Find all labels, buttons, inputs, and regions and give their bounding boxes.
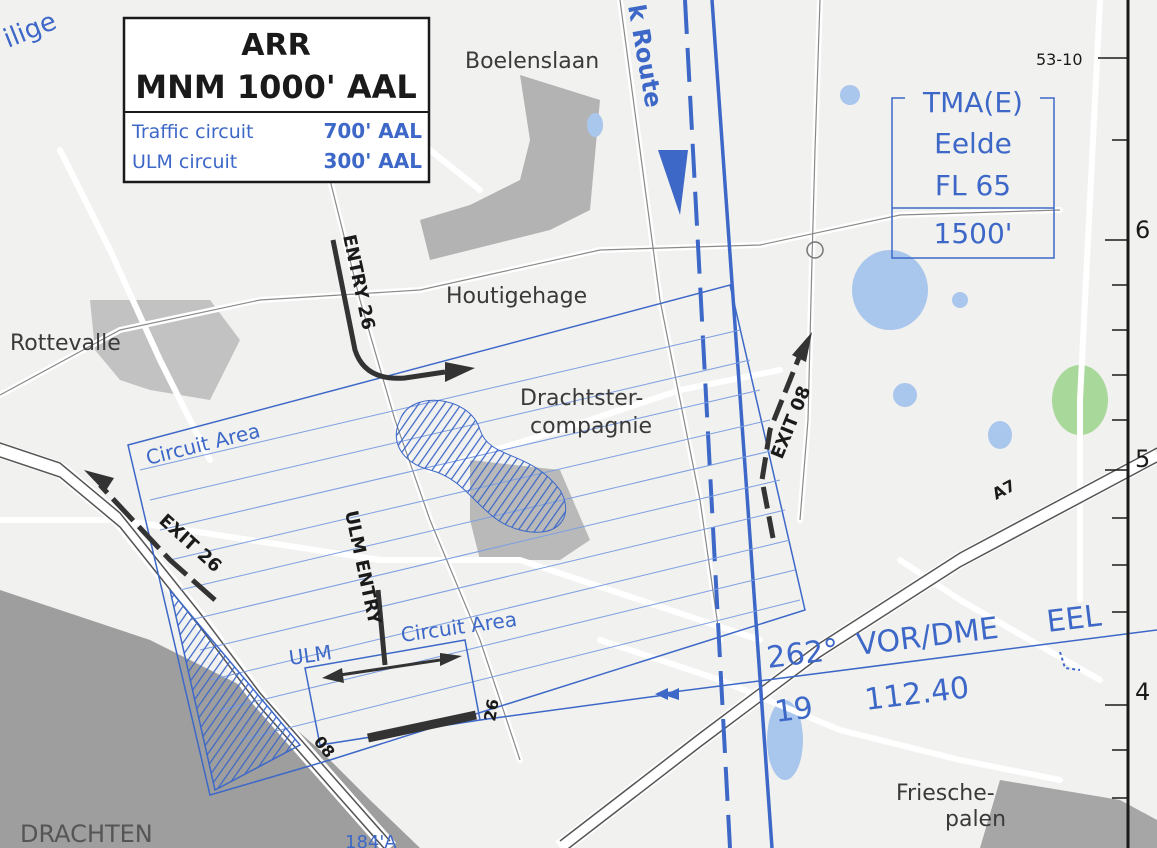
traffic-circuit-label: Traffic circuit: [131, 121, 253, 143]
place-drachtstercompagnie-2: compagnie: [530, 414, 652, 439]
ulm-circuit-height: 300' AAL: [323, 149, 422, 173]
water-body: [767, 700, 803, 780]
place-boelenslaan: Boelenslaan: [465, 49, 599, 74]
tma-name: Eelde: [934, 127, 1012, 160]
circuit-area-outline: [127, 284, 806, 796]
hatched-zone-south-west: [169, 589, 302, 792]
ulm-label: ULM: [287, 640, 333, 670]
vor-dme-radial: [655, 629, 1157, 700]
vor-ident: EEL: [1045, 599, 1104, 640]
arrival-minimum-box: ARR MNM 1000' AAL Traffic circuit 700' A…: [122, 16, 431, 184]
tma-lower-limit: 1500': [934, 217, 1013, 250]
inbound-radial-line: [479, 694, 666, 721]
water-body: [852, 250, 928, 330]
vor-symbol: [1059, 651, 1081, 671]
boelenslaan-urban-area: [420, 75, 600, 260]
motorway-a7: [555, 447, 1157, 848]
rottevalle-urban-area: [90, 300, 240, 400]
water-body: [840, 85, 860, 105]
route-direction-arrow: [658, 150, 688, 215]
traffic-circuit-height: 700' AAL: [323, 119, 422, 143]
exit-08-arrow: [759, 354, 803, 539]
vor-radial-arrow: [655, 688, 668, 700]
water-body: [988, 421, 1012, 449]
place-houtigehage: Houtigehage: [446, 284, 587, 309]
minute-tick-5: 5: [1135, 445, 1150, 473]
vor-channel: 19: [773, 691, 815, 730]
ulm-entry-split: [339, 658, 441, 677]
fragment-bottom: 184'A: [345, 832, 397, 848]
minute-tick-6: 6: [1135, 216, 1150, 244]
tma-class: TMA(E): [922, 86, 1023, 119]
latitude-scale: [1098, 0, 1130, 848]
arrival-title: ARR: [241, 28, 310, 63]
tma-box: [891, 88, 1055, 259]
ulm-circuit-label: ULM circuit: [132, 151, 237, 173]
place-rottevalle: Rottevalle: [10, 331, 121, 356]
place-friesche-palen-2: palen: [945, 807, 1006, 832]
frieschepalen-urban-area: [980, 780, 1157, 848]
minute-tick-4: 4: [1135, 678, 1150, 706]
latitude-label: 53-10: [1036, 50, 1083, 69]
ulm-entry-arrow: [375, 589, 388, 666]
place-friesche-palen-1: Friesche-: [896, 781, 995, 806]
procedure-arrows: [84, 239, 812, 683]
reporting-route: [658, 0, 774, 848]
water-body: [893, 383, 917, 407]
tma-upper-limit: FL 65: [935, 169, 1011, 202]
circuit-area: [127, 284, 806, 796]
entry-26-arrow: [330, 239, 446, 381]
place-drachtstercompagnie-1: Drachtster-: [520, 386, 643, 411]
exit-26-arrow: [98, 483, 217, 602]
runway: [367, 710, 477, 743]
water-body: [952, 292, 968, 308]
vor-radial: 262°: [765, 632, 841, 676]
hatched-avoidance-area: [395, 399, 567, 533]
arrival-minimum: MNM 1000' AAL: [135, 68, 417, 106]
water-body: [587, 113, 603, 137]
runway-26-label: 26: [480, 697, 503, 722]
place-drachten: DRACHTEN: [20, 820, 153, 848]
roundabout: [806, 241, 824, 259]
water-bodies: [587, 85, 1012, 780]
